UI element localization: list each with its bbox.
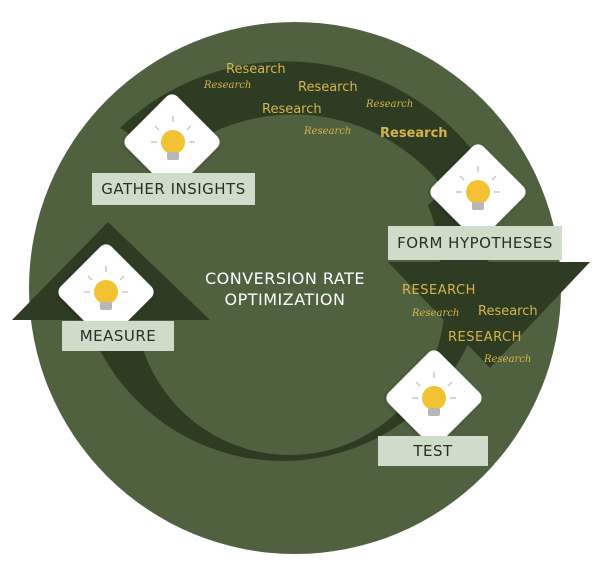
research-word: Research (412, 308, 460, 319)
research-word: RESEARCH (402, 283, 476, 298)
lightbulb-icon (84, 266, 128, 310)
research-word: RESEARCH (448, 330, 522, 345)
lightbulb-icon (456, 166, 500, 210)
lightbulb-icon (151, 116, 195, 160)
stage-gather-insights: GATHER INSIGHTS (92, 173, 255, 205)
form-arrow (388, 262, 590, 368)
stage-measure: MEASURE (62, 321, 174, 351)
research-word: Research (204, 80, 252, 91)
top-arc-band (120, 61, 480, 191)
stage-test: TEST (378, 436, 488, 466)
center-title: CONVERSION RATE OPTIMIZATION (190, 268, 380, 310)
stage-form-hypotheses: FORM HYPOTHESES (388, 226, 562, 260)
research-word: Research (226, 62, 286, 77)
inner-circle (135, 145, 445, 455)
center-title-line2: OPTIMIZATION (224, 290, 346, 309)
research-word: Research (304, 126, 352, 137)
research-word: Research (262, 102, 322, 117)
research-word: Research (484, 354, 532, 365)
research-word: Research (380, 126, 448, 141)
center-title-line1: CONVERSION RATE (205, 269, 365, 288)
research-word: Research (478, 304, 538, 319)
research-word: Research (298, 80, 358, 95)
research-word: Research (366, 99, 414, 110)
lightbulb-icon (412, 372, 456, 416)
